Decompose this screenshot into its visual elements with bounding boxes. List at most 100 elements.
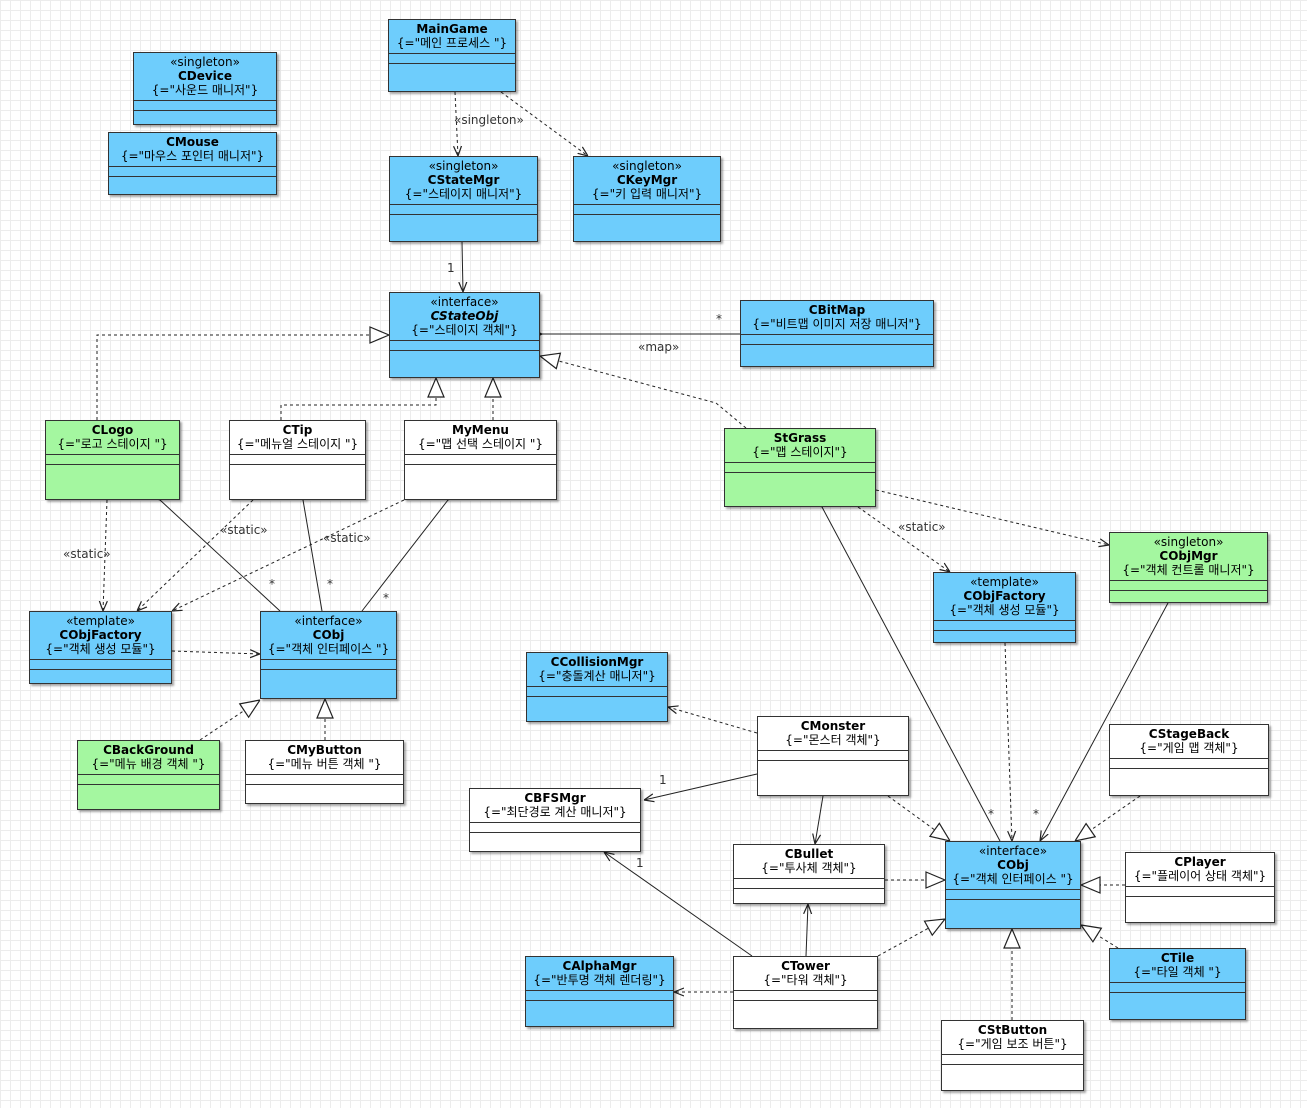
class-cobjfactory-left[interactable]: «template»CObjFactory{="객체 생성 모듈"} <box>29 611 172 684</box>
class-ctower[interactable]: CTower{="타워 객체"} <box>733 956 878 1029</box>
operations-compartment <box>942 1064 1083 1090</box>
class-cstatemgr[interactable]: «singleton»CStateMgr{="스테이지 매니저"} <box>389 156 538 242</box>
attributes-compartment <box>734 990 877 1000</box>
class-name: CStateMgr <box>427 173 500 187</box>
class-cbfsmgr[interactable]: CBFSMgr{="최단경로 계산 매니저"} <box>469 788 641 852</box>
label-static-logo: «static» <box>63 547 111 561</box>
edge-tip-obj <box>303 500 323 612</box>
class-calphamgr[interactable]: CAlphaMgr{="반투명 객체 렌더링"} <box>525 956 674 1027</box>
class-cplayer[interactable]: CPlayer{="플레이어 상태 객체"} <box>1125 852 1275 923</box>
attributes-compartment <box>246 774 403 784</box>
edge-logo-obj <box>160 500 281 612</box>
operations-compartment <box>734 1000 877 1028</box>
class-cobj-right[interactable]: «interface»CObj{="객체 인터페이스 "} <box>945 841 1081 929</box>
class-clogo[interactable]: CLogo{="로고 스테이지 "} <box>45 420 180 500</box>
class-header: «interface»CStateObj{="스테이지 객체"} <box>390 293 539 340</box>
class-stereotype: «singleton» <box>1153 535 1224 549</box>
class-description: {="맵 스테이지"} <box>752 445 848 459</box>
class-cbitmap[interactable]: CBitMap{="비트맵 이미지 저장 매니저"} <box>740 300 934 367</box>
edge-objmgr-obj2 <box>1040 602 1169 841</box>
attributes-compartment <box>527 686 667 696</box>
edge-menu-factory <box>172 499 405 611</box>
edge-statemgr-stateobj <box>462 241 463 292</box>
class-stereotype: «singleton» <box>170 55 240 69</box>
class-name: CKeyMgr <box>616 173 678 187</box>
attributes-compartment <box>725 462 875 472</box>
operations-compartment <box>78 784 219 809</box>
class-cstateobj[interactable]: «interface»CStateObj{="스테이지 객체"} <box>389 292 540 378</box>
class-name: MainGame <box>416 22 488 36</box>
operations-compartment <box>390 350 539 377</box>
class-header: MyMenu{="맵 선택 스테이지 "} <box>405 421 556 454</box>
class-cmybutton[interactable]: CMyButton{="메뉴 버튼 객체 "} <box>245 740 404 804</box>
class-header: CBullet{="투사체 객체"} <box>734 845 884 878</box>
class-cbullet[interactable]: CBullet{="투사체 객체"} <box>733 844 885 904</box>
class-ccollisionmgr[interactable]: CCollisionMgr{="충돌계산 매니저"} <box>526 652 668 722</box>
class-description: {="객체 인터페이스 "} <box>952 872 1074 886</box>
class-header: CMyButton{="메뉴 버튼 객체 "} <box>246 741 403 774</box>
edge-monster-obj2 <box>887 795 950 841</box>
attributes-compartment <box>405 454 556 464</box>
edge-monster-bullet <box>815 795 824 844</box>
label-mult-menu-obj: * <box>383 591 389 605</box>
operations-compartment <box>134 110 276 124</box>
class-header: CBitMap{="비트맵 이미지 저장 매니저"} <box>741 301 933 334</box>
class-name: CStageBack <box>1148 727 1230 741</box>
class-description: {="메뉴얼 스테이지 "} <box>236 437 359 451</box>
class-name: CMouse <box>166 135 219 149</box>
class-description: {="로고 스테이지 "} <box>57 437 168 451</box>
class-name: CBackGround <box>103 743 194 757</box>
class-description: {="몬스터 객체"} <box>785 733 881 747</box>
operations-compartment <box>261 669 396 698</box>
edge-tile-obj2 <box>1081 925 1119 949</box>
class-name: CMyButton <box>287 743 362 757</box>
class-header: CBackGround{="메뉴 배경 객체 "} <box>78 741 219 774</box>
attributes-compartment <box>934 620 1075 630</box>
class-description: {="객체 컨트롤 매니저"} <box>1122 563 1255 577</box>
label-static-grass: «static» <box>898 520 946 534</box>
class-mymenu[interactable]: MyMenu{="맵 선택 스테이지 "} <box>404 420 557 500</box>
label-static-menu: «static» <box>323 531 371 545</box>
class-cbackground[interactable]: CBackGround{="메뉴 배경 객체 "} <box>77 740 220 810</box>
class-cmouse[interactable]: CMouse{="마우스 포인터 매니저"} <box>108 132 277 195</box>
class-ctile[interactable]: CTile{="타일 객체 "} <box>1109 948 1246 1020</box>
class-description: {="게임 맵 객체"} <box>1139 741 1239 755</box>
class-cobjfactory-right[interactable]: «template»CObjFactory{="객체 생성 모듈"} <box>933 572 1076 643</box>
class-name: CObjMgr <box>1159 549 1218 563</box>
edge-factory2-obj2 <box>1004 642 1012 841</box>
class-description: {="객체 생성 모듈"} <box>949 603 1060 617</box>
class-name: CBFSMgr <box>524 791 586 805</box>
attributes-compartment <box>134 100 276 110</box>
class-header: CLogo{="로고 스테이지 "} <box>46 421 179 454</box>
class-cstbutton[interactable]: CStButton{="게임 보조 버튼"} <box>941 1020 1084 1091</box>
class-name: CCollisionMgr <box>550 655 644 669</box>
class-stereotype: «interface» <box>294 614 363 628</box>
label-static-tip: «static» <box>220 523 268 537</box>
class-stereotype: «singleton» <box>612 159 682 173</box>
class-cobjmgr[interactable]: «singleton»CObjMgr{="객체 컨트롤 매니저"} <box>1109 532 1268 603</box>
label-mult-grass-obj: * <box>988 807 994 821</box>
operations-compartment <box>527 696 667 721</box>
class-name: CStateObj <box>430 309 499 323</box>
class-cstageback[interactable]: CStageBack{="게임 맵 객체"} <box>1109 724 1269 796</box>
class-cmonster[interactable]: CMonster{="몬스터 객체"} <box>757 716 909 796</box>
class-ctip[interactable]: CTip{="메뉴얼 스테이지 "} <box>229 420 366 500</box>
operations-compartment <box>389 63 515 91</box>
class-header: «interface»CObj{="객체 인터페이스 "} <box>946 842 1080 889</box>
edge-grass-stateobj <box>540 356 747 429</box>
attributes-compartment <box>470 822 640 832</box>
class-cobj-left[interactable]: «interface»CObj{="객체 인터페이스 "} <box>260 611 397 699</box>
attributes-compartment <box>230 454 365 464</box>
class-name: CPlayer <box>1174 855 1226 869</box>
class-header: CStageBack{="게임 맵 객체"} <box>1110 725 1268 758</box>
class-maingame[interactable]: MainGame{="메인 프로세스 "} <box>388 19 516 92</box>
class-cdevice[interactable]: «singleton»CDevice{="사운드 매니저"} <box>133 52 277 125</box>
class-name: CLogo <box>91 423 134 437</box>
class-ckeymgr[interactable]: «singleton»CKeyMgr{="키 입력 매니저"} <box>573 156 721 242</box>
edge-logo-factory <box>103 499 107 611</box>
label-singleton-edge: «singleton» <box>454 113 524 127</box>
class-stgrass[interactable]: StGrass{="맵 스테이지"} <box>724 428 876 507</box>
operations-compartment <box>1126 896 1274 922</box>
operations-compartment <box>946 899 1080 928</box>
class-description: {="객체 인터페이스 "} <box>267 642 390 656</box>
